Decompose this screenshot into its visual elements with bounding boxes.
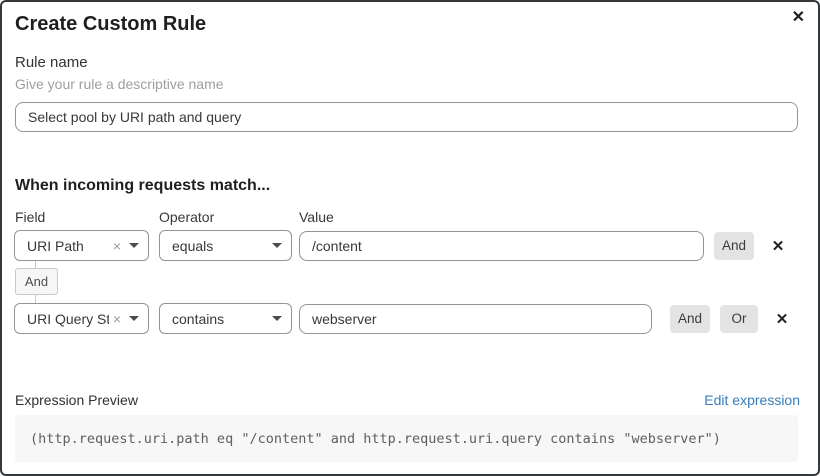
operator-select-value: equals [172, 237, 214, 254]
clear-icon[interactable]: × [112, 310, 121, 327]
rule-name-input[interactable] [15, 102, 798, 132]
dialog-title: Create Custom Rule [15, 13, 207, 35]
add-or-condition-button[interactable]: Or [720, 304, 758, 333]
connector-line [35, 261, 36, 268]
field-select[interactable]: URI Query St... × [14, 303, 149, 334]
chevron-down-icon [129, 243, 139, 248]
operator-column-label: Operator [159, 209, 215, 225]
expression-preview-label: Expression Preview [15, 392, 138, 408]
expression-code-block: (http.request.uri.path eq "/content" and… [15, 415, 798, 462]
chevron-down-icon [129, 316, 139, 321]
field-column-label: Field [15, 209, 46, 225]
field-select-value: URI Path [27, 237, 84, 254]
condition-connector: And [14, 261, 818, 303]
expression-code: (http.request.uri.path eq "/content" and… [30, 430, 721, 447]
operator-select[interactable]: equals [159, 230, 292, 261]
field-select[interactable]: URI Path × [14, 230, 149, 261]
rule-name-helper: Give your rule a descriptive name [15, 76, 224, 92]
add-and-condition-button[interactable]: And [714, 231, 754, 260]
clear-icon[interactable]: × [112, 237, 121, 254]
match-heading: When incoming requests match... [15, 177, 271, 194]
operator-select[interactable]: contains [159, 303, 292, 334]
and-connector-badge: And [15, 268, 58, 295]
condition-row-2: URI Query St... × contains And Or ✕ [14, 303, 818, 334]
expression-preview-header: Expression Preview Edit expression [15, 392, 800, 408]
edit-expression-link[interactable]: Edit expression [704, 392, 800, 408]
chevron-down-icon [272, 243, 282, 248]
rule-name-label: Rule name [15, 54, 88, 71]
chevron-down-icon [272, 316, 282, 321]
connector-line [35, 295, 36, 303]
close-icon[interactable]: ✕ [791, 9, 805, 26]
condition-column-headers: Field Operator Value [15, 209, 818, 225]
remove-condition-icon[interactable]: ✕ [771, 237, 785, 255]
remove-condition-icon[interactable]: ✕ [775, 310, 789, 328]
value-input[interactable] [299, 230, 704, 261]
value-column-label: Value [299, 209, 334, 225]
add-and-condition-button[interactable]: And [670, 304, 710, 333]
operator-select-value: contains [172, 310, 225, 327]
condition-row-1: URI Path × equals And ✕ [14, 230, 818, 261]
value-input[interactable] [299, 303, 652, 334]
field-select-value: URI Query St... [27, 310, 109, 327]
